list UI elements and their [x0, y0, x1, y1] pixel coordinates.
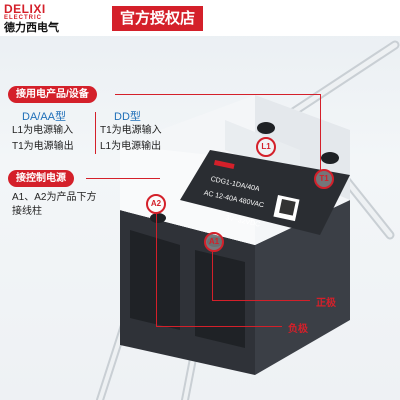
positive-label: 正极: [316, 298, 336, 309]
control-note-line-1: A1、A2为产品下方: [12, 192, 97, 203]
brand-sub-en: ELECTRIC: [4, 15, 42, 21]
marker-t1: T1: [314, 169, 334, 189]
brand-logo: DELIXI ELECTRIC 德力西电气: [4, 3, 59, 34]
type-dda-line-1: L1为电源输入: [12, 125, 74, 136]
type-dda-title: DA/AA型: [22, 111, 67, 123]
relay-label-panel: [180, 150, 350, 235]
control-connector: [86, 178, 160, 179]
control-label: 接控制电源: [8, 170, 74, 187]
positive-connector: [212, 300, 310, 301]
top-banner: DELIXI ELECTRIC 德力西电气 官方授权店: [0, 0, 400, 36]
type-dd-title: DD型: [114, 111, 141, 123]
control-note-line-2: 接线柱: [12, 206, 42, 217]
brand-name-en: DELIXI: [4, 2, 46, 16]
marker-a2: A2: [146, 194, 166, 214]
apply-connector: [115, 94, 320, 95]
type-dda-line-2: T1为电源输出: [12, 141, 74, 152]
marker-a1: A1: [204, 232, 224, 252]
store-badge: 官方授权店: [112, 6, 204, 31]
apply-label: 接用电产品/设备: [8, 86, 97, 103]
type-dd-line-2: L1为电源输出: [100, 141, 162, 152]
negative-label: 负极: [288, 324, 308, 335]
terminal-a2: [150, 213, 166, 223]
type-dd-line-1: T1为电源输入: [100, 125, 162, 136]
negative-connector: [156, 326, 282, 327]
relay-base: [120, 200, 350, 375]
brand-name-cn: 德力西电气: [4, 22, 59, 34]
marker-l1: L1: [256, 137, 276, 157]
divider-line: [95, 112, 96, 154]
